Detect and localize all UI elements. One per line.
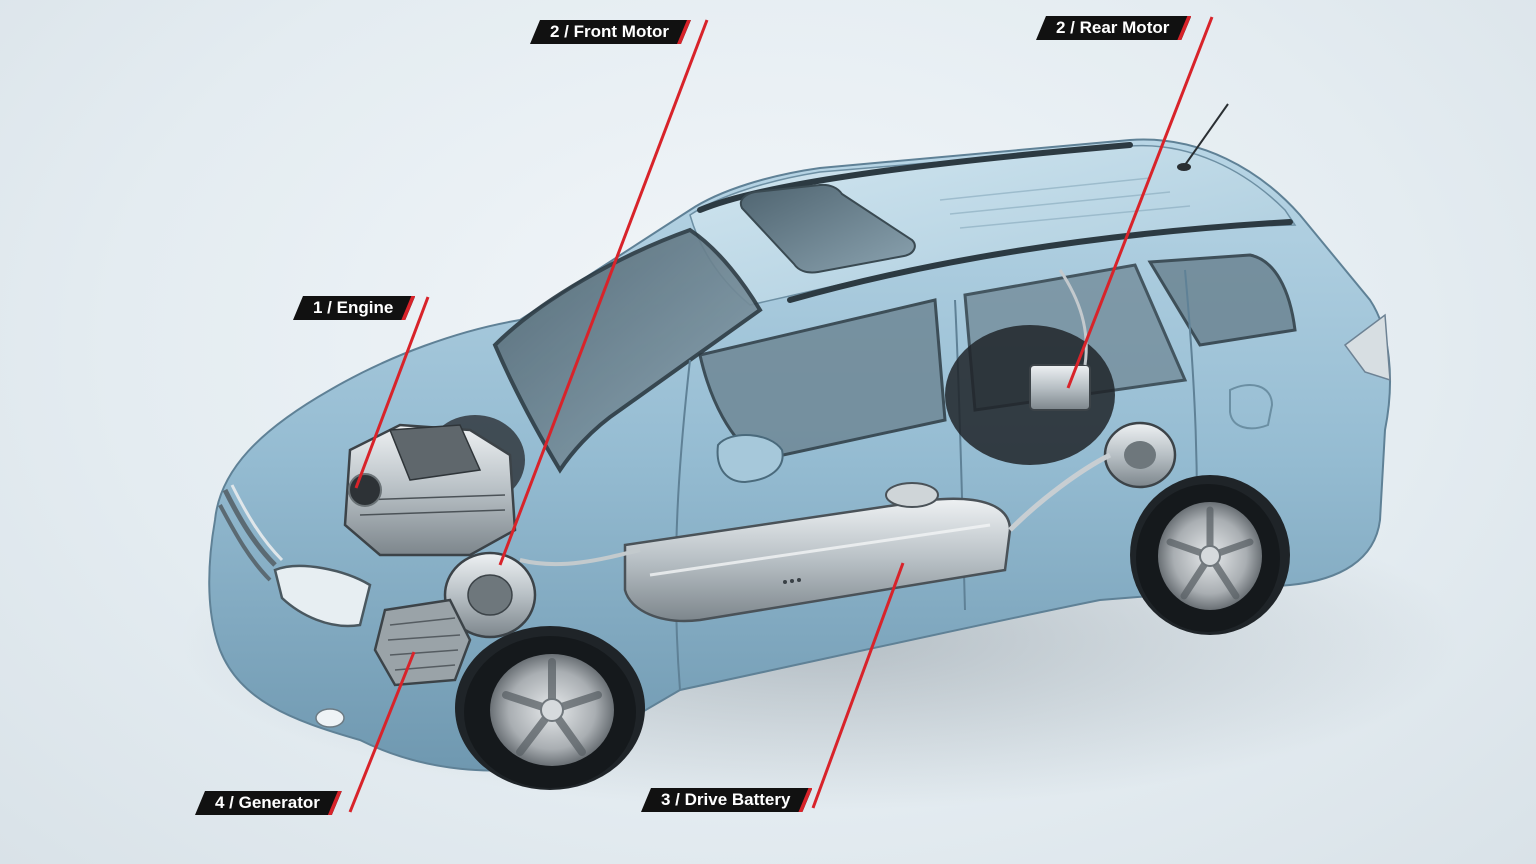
callout-engine-label: 1 / Engine xyxy=(313,298,394,317)
leader-line-rear-motor xyxy=(1066,16,1214,389)
callout-rear-motor-label: 2 / Rear Motor xyxy=(1056,18,1170,37)
hv-cable xyxy=(519,548,641,567)
windshield xyxy=(492,227,763,474)
callout-front-motor-label: 2 / Front Motor xyxy=(550,22,669,41)
leader-line-drive-battery xyxy=(811,562,905,809)
antenna xyxy=(1184,103,1229,166)
front-door-window xyxy=(698,298,947,462)
engine-component xyxy=(343,423,517,557)
callout-generator: 4 / Generator xyxy=(195,791,342,815)
fog-light xyxy=(315,708,345,728)
leader-line-front-motor xyxy=(498,19,709,566)
leader-line-generator xyxy=(348,651,416,813)
sunroof xyxy=(739,183,916,274)
leader-line-engine xyxy=(354,296,430,489)
side-mirror xyxy=(716,433,784,484)
drive-battery-component xyxy=(623,482,1012,623)
rear-wheel xyxy=(1136,484,1280,632)
callout-drive-battery: 3 / Drive Battery xyxy=(641,788,812,812)
front-wheel xyxy=(464,636,636,788)
roof-rail xyxy=(697,142,1133,213)
front-motor-component xyxy=(443,551,537,639)
front-grille xyxy=(218,484,284,582)
leader-lines xyxy=(348,16,1214,813)
callout-engine: 1 / Engine xyxy=(293,296,415,320)
headlight xyxy=(273,564,372,628)
callout-rear-motor: 2 / Rear Motor xyxy=(1036,16,1191,40)
callout-front-motor: 2 / Front Motor xyxy=(530,20,691,44)
tail-light xyxy=(1343,313,1391,382)
callout-drive-battery-label: 3 / Drive Battery xyxy=(661,790,791,809)
rear-motor-component xyxy=(1008,269,1177,532)
roof-rail xyxy=(787,219,1293,303)
generator-component xyxy=(373,598,472,687)
roof-ribs xyxy=(939,177,1191,229)
charge-port-door xyxy=(1229,384,1274,430)
callout-generator-label: 4 / Generator xyxy=(215,793,320,812)
